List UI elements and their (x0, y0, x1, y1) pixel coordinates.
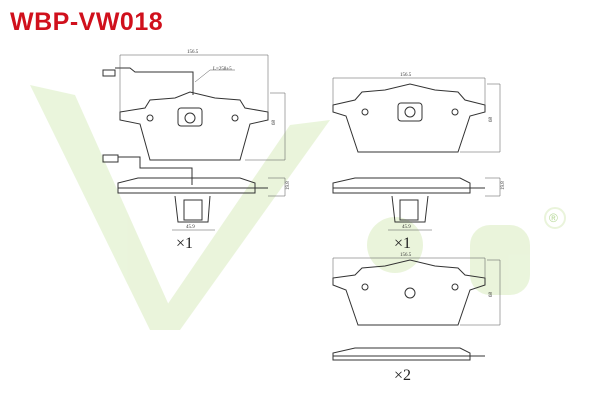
quantity-label: ×2 (394, 367, 411, 384)
product-code-title: WBP-VW018 (10, 8, 164, 36)
width-dimension: 156.5 (400, 253, 412, 258)
thickness-dimension: 19.8 (501, 181, 506, 190)
clip-dimension: 45.9 (402, 225, 411, 230)
height-dimension: 68 (272, 120, 277, 126)
height-dimension: 68 (489, 117, 494, 123)
quantity-label: ×1 (394, 235, 411, 252)
watermark-logo (30, 85, 566, 330)
width-dimension: 156.5 (187, 50, 199, 55)
clip-dimension: 45.9 (186, 225, 195, 230)
height-dimension: 68 (489, 292, 494, 298)
pad-drawing-2: 156.5 68 19.8 45.9 ×1 (332, 73, 506, 252)
pad-drawing-3: 156.5 68 ×2 (332, 253, 501, 384)
quantity-label: ×1 (176, 235, 193, 252)
thickness-dimension: 19.8 (286, 181, 291, 190)
registered-mark: ® (549, 211, 558, 225)
pad-drawing-1: 156.5 L=258±5 68 19.8 45.9 ×1 (102, 50, 291, 252)
wire-length-dimension: L=258±5 (213, 67, 232, 72)
width-dimension: 156.5 (400, 73, 412, 78)
